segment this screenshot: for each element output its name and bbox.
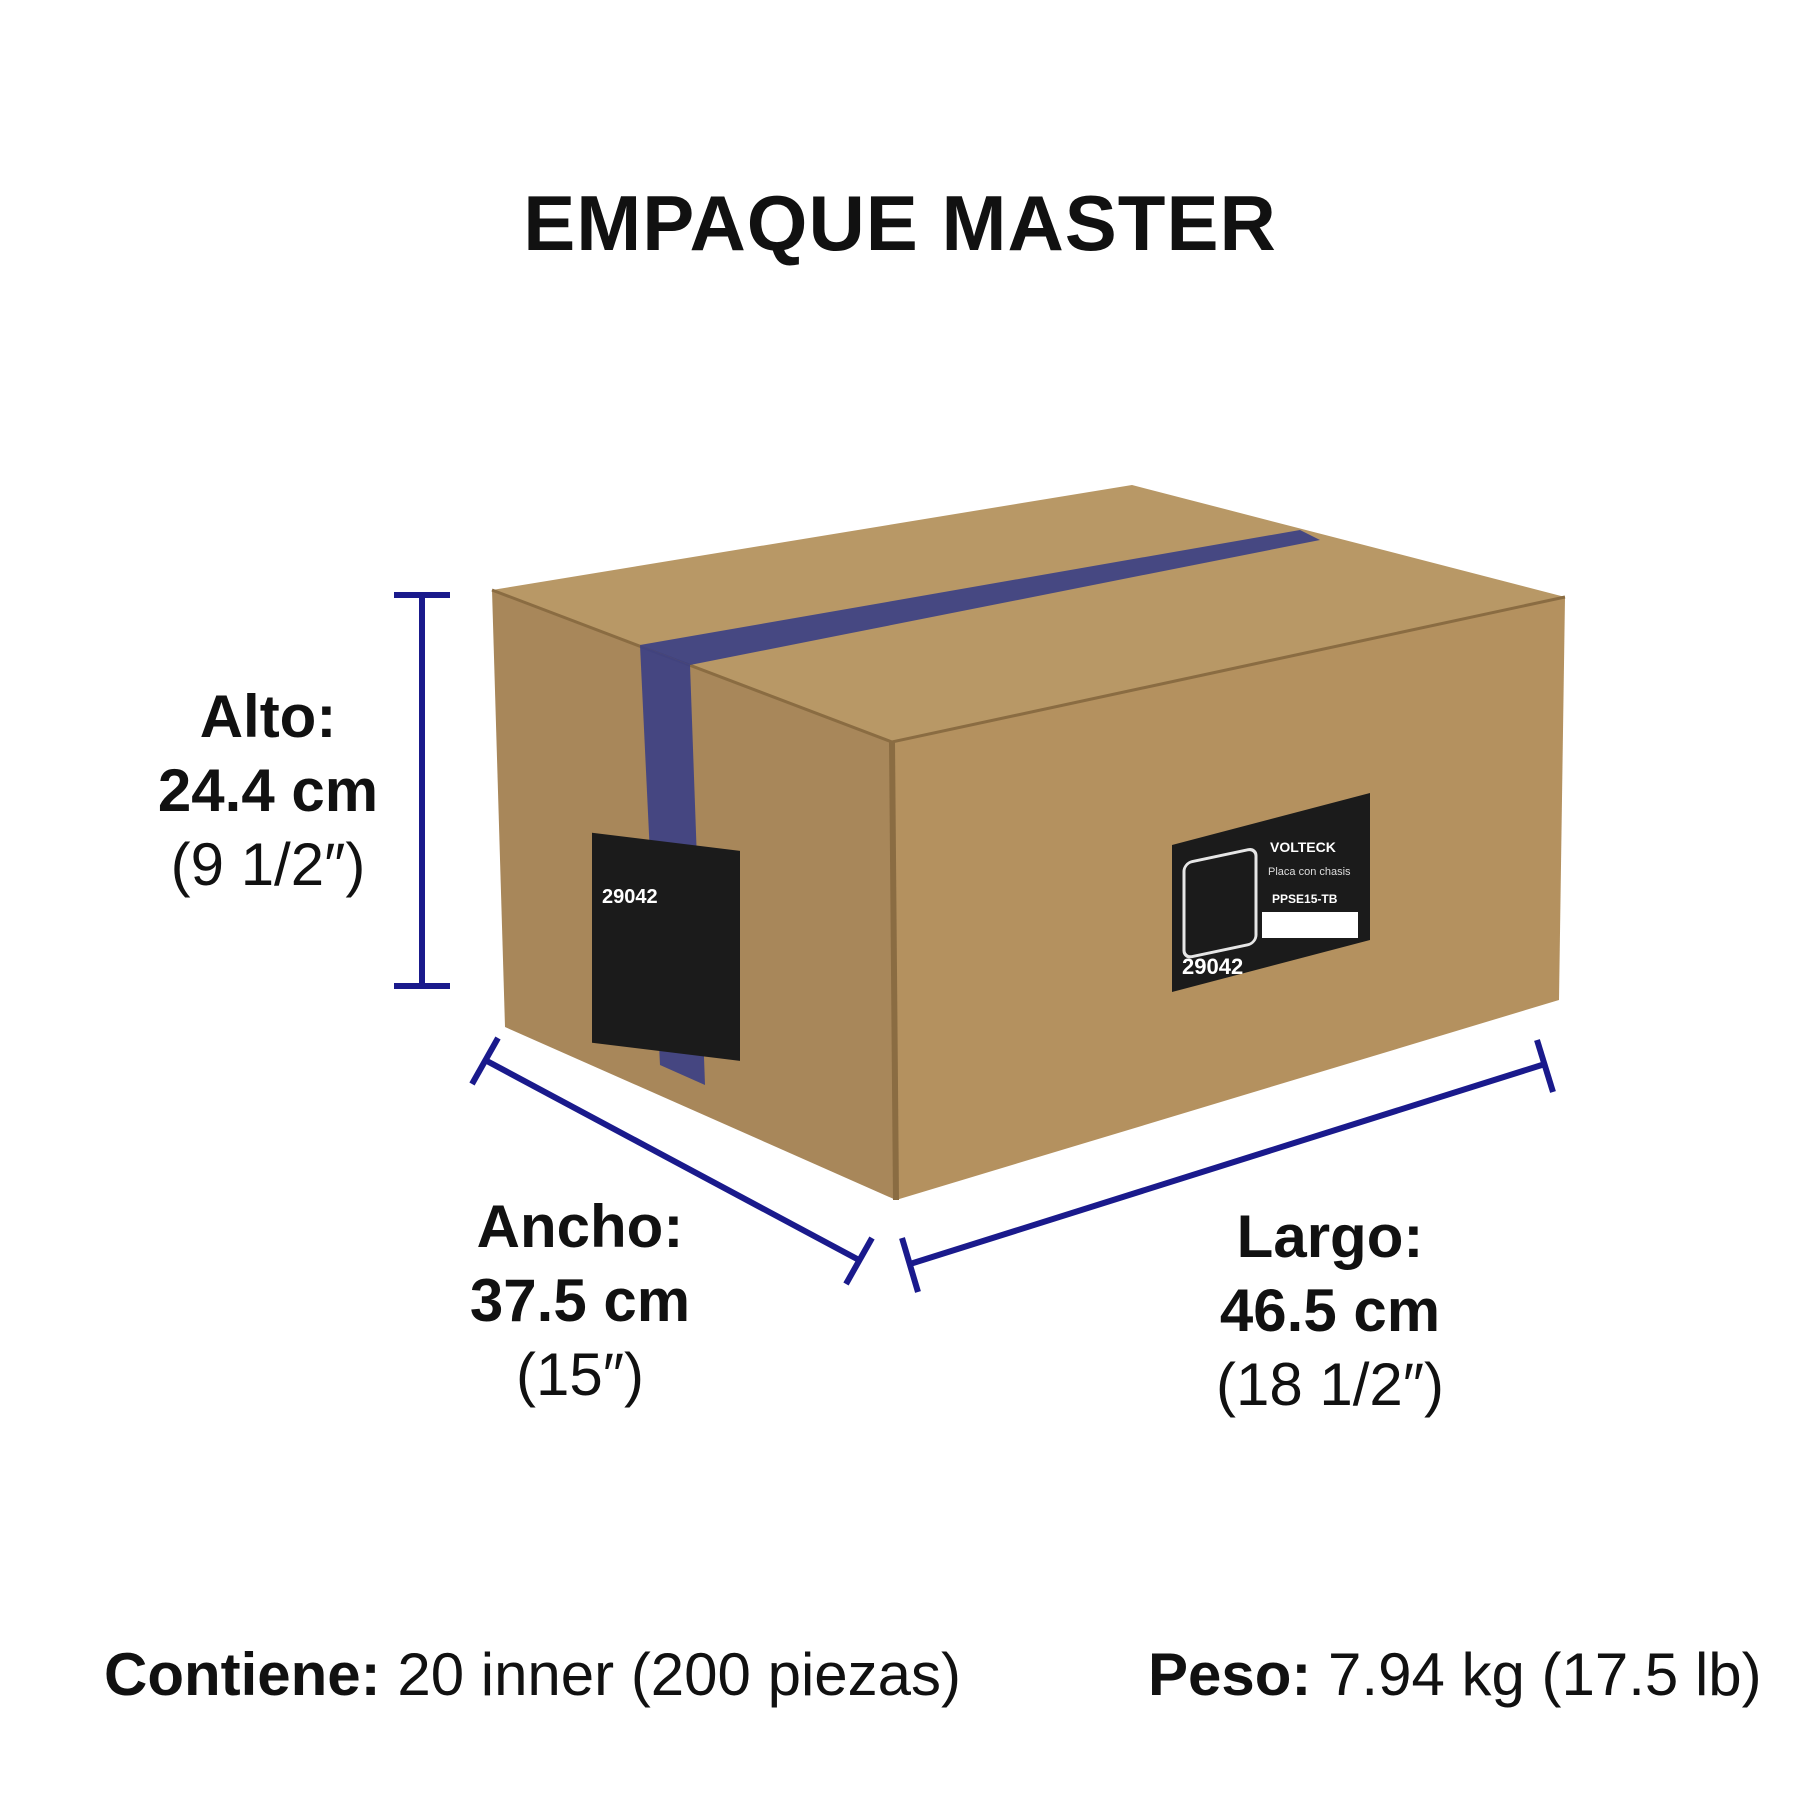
front-label-product: Placa con chasis [1268,866,1351,878]
front-label-model: PPSE15-TB [1272,892,1338,906]
contents-info: Contiene: 20 inner (200 piezas) [104,1640,961,1709]
front-label: VOLTECK Placa con chasis PPSE15-TB 29042 [1172,793,1370,992]
front-label-code: 29042 [1182,954,1243,979]
alto-dimension: Alto: 24.4 cm (9 1/2″) [148,680,388,902]
page-title: EMPAQUE MASTER [523,179,1277,267]
peso-label: Peso: [1148,1641,1312,1708]
box-top [492,485,1565,742]
ancho-imperial: (15″) [516,1341,644,1408]
ancho-measure-line [469,1036,875,1286]
weight-info: Peso: 7.94 kg (17.5 lb) [1148,1640,1762,1709]
contiene-label: Contiene: [104,1641,381,1708]
alto-imperial: (9 1/2″) [170,831,366,898]
alto-label: Alto: [199,683,337,750]
largo-label: Largo: [1236,1203,1424,1270]
largo-measure-line [899,1039,1556,1293]
front-label-brand: VOLTECK [1270,839,1336,855]
largo-metric: 46.5 cm [1219,1277,1441,1344]
largo-dimension: Largo: 46.5 cm (18 1/2″) [1190,1200,1470,1422]
ancho-label: Ancho: [476,1193,684,1260]
ancho-metric: 37.5 cm [469,1267,691,1334]
ancho-dimension: Ancho: 37.5 cm (15″) [440,1190,720,1412]
contiene-value: 20 inner (200 piezas) [380,1641,961,1708]
side-label [592,832,740,1061]
side-label-code: 29042 [602,886,658,908]
alto-measure-line [394,592,450,989]
tape-top [640,530,1320,665]
largo-imperial: (18 1/2″) [1215,1351,1445,1418]
peso-value: 7.94 kg (17.5 lb) [1311,1641,1762,1708]
box-corner-edge [889,741,899,1201]
alto-metric: 24.4 cm [157,757,379,824]
